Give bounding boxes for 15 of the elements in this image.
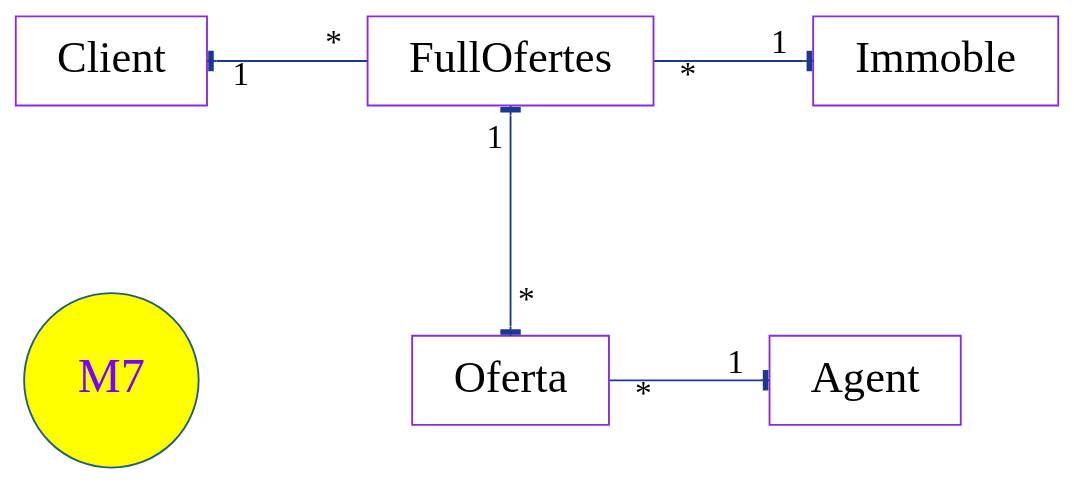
label: * (325, 22, 342, 60)
label: * (634, 373, 652, 411)
node-box: Oferta (411, 334, 610, 426)
label: * (679, 54, 697, 92)
label: 1 (771, 22, 788, 60)
label: 1 (486, 117, 504, 155)
node-box: FullOfertes (366, 15, 655, 106)
node-circle: M7 (23, 291, 200, 468)
node-box: Agent (768, 334, 962, 426)
label: 1 (727, 342, 744, 380)
connector (206, 50, 369, 71)
label: * (517, 279, 535, 317)
label: 1 (232, 54, 250, 92)
node-box: Immoble (812, 15, 1060, 106)
node-box: Client (14, 15, 208, 106)
